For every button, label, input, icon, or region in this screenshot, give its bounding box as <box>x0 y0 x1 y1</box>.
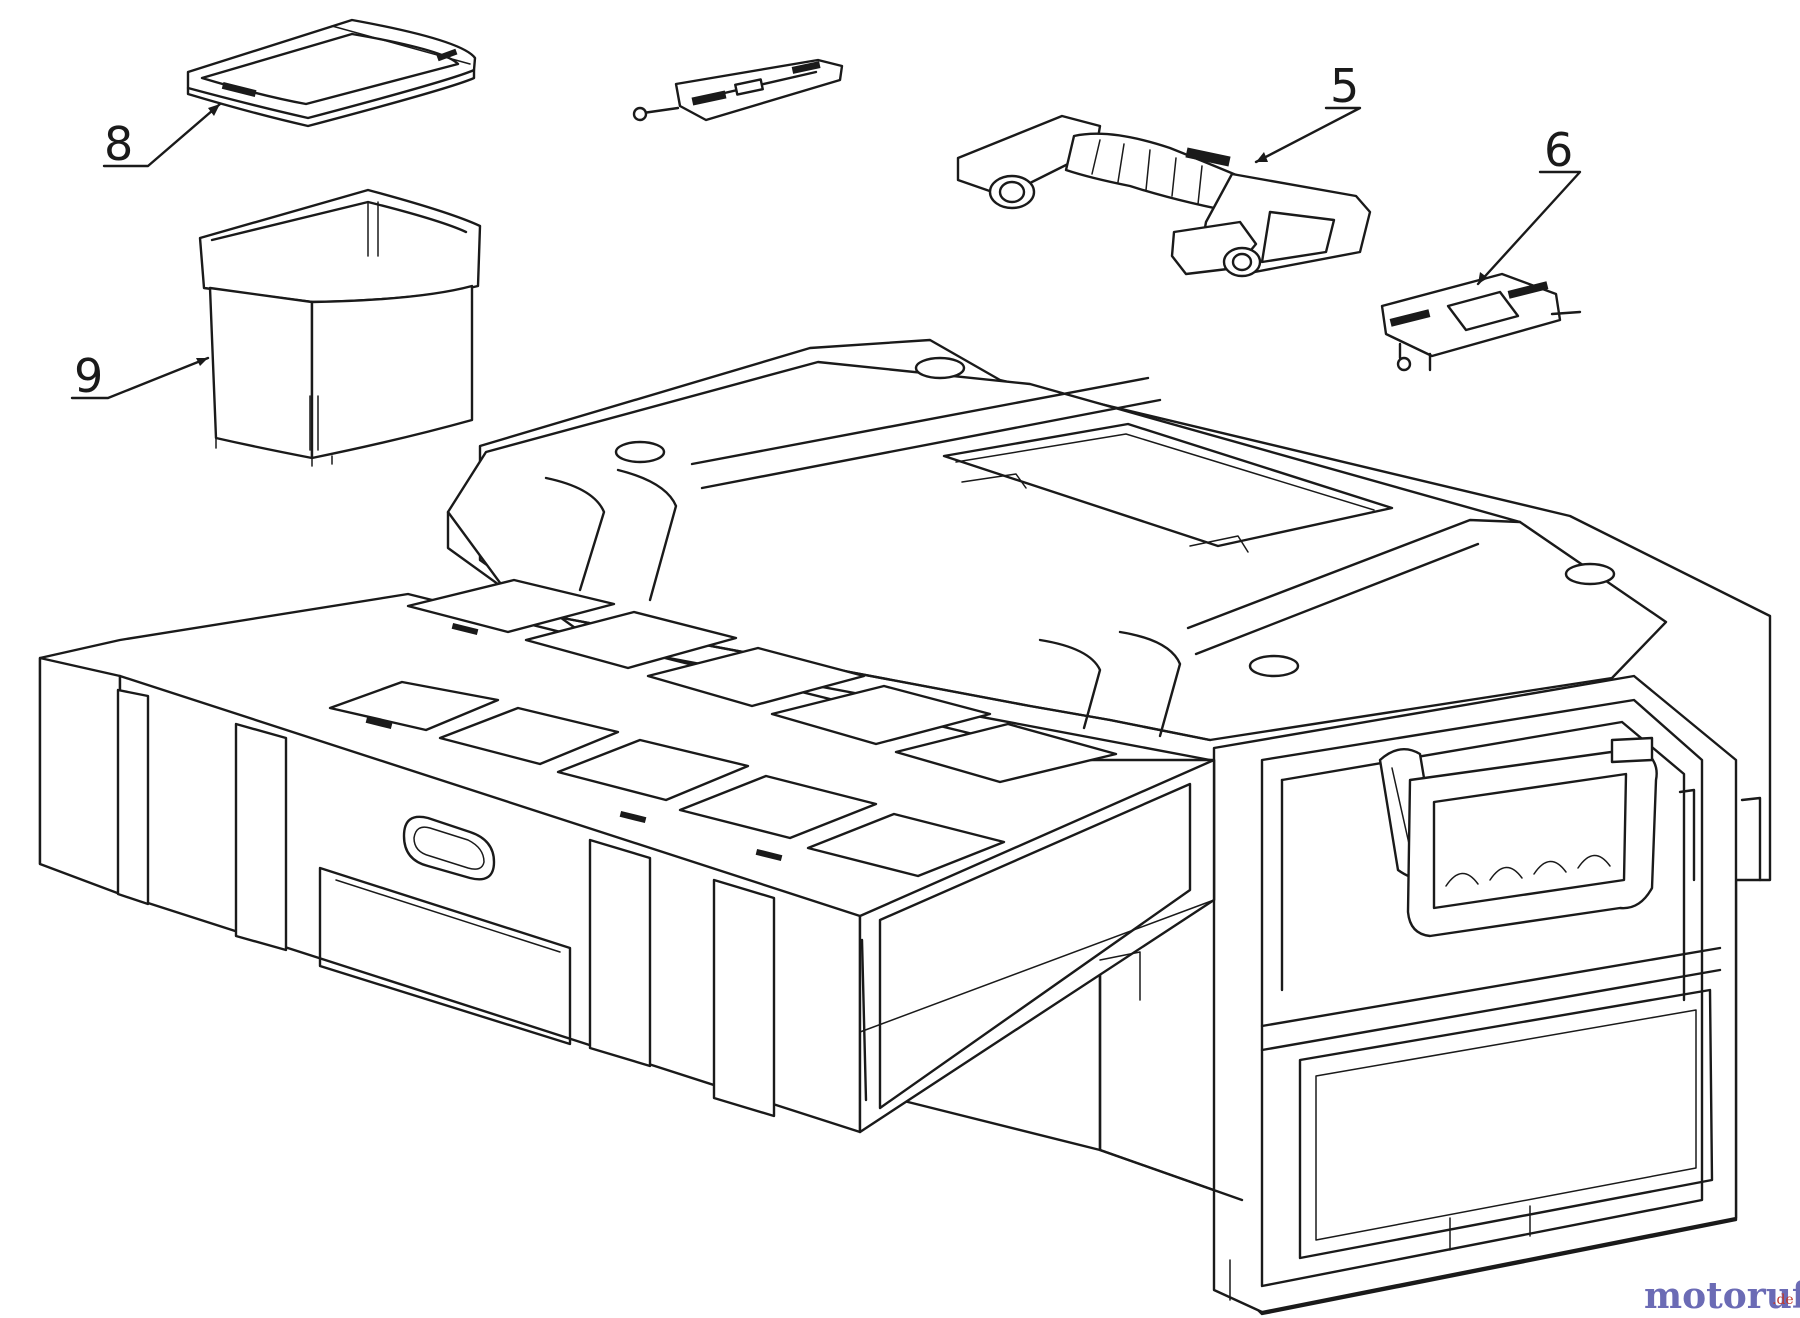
callout-6: 6 <box>1544 123 1573 177</box>
callout-8: 8 <box>104 117 133 171</box>
drawer-with-bins <box>38 578 1216 1291</box>
watermark-brand: motoruf <box>1644 1275 1800 1317</box>
callout-leaders <box>70 102 1582 400</box>
part-8-bin-lid <box>186 18 477 128</box>
callout-labels: 8 9 5 6 <box>74 59 1573 403</box>
watermark-tld: .de <box>1772 1292 1794 1308</box>
part-6-latch-clip <box>1380 272 1582 372</box>
watermark-logo: motoruf .de <box>1644 1275 1800 1317</box>
callout-5: 5 <box>1330 59 1359 113</box>
callout-9: 9 <box>74 349 103 403</box>
part-latch-clip-top <box>632 58 844 122</box>
part-9-storage-bin <box>198 188 482 467</box>
part-5-handle <box>956 114 1372 278</box>
